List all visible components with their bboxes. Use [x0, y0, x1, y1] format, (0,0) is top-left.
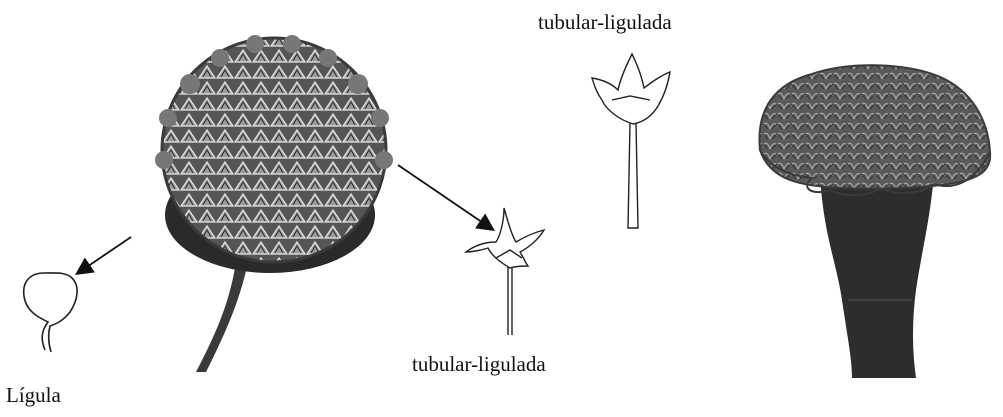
label-tubular-ligulada-top: tubular-ligulada	[538, 10, 672, 35]
tubular-floret-upper-icon	[592, 54, 670, 228]
label-tubular-ligulada-bottom: tubular-ligulada	[412, 352, 546, 377]
arrow-to-ligula	[78, 237, 131, 273]
label-ligula: Lígula	[6, 383, 61, 408]
ligula-petal-icon	[24, 273, 77, 352]
tubular-floret-lower-icon	[466, 208, 544, 335]
arrow-to-floret	[398, 165, 492, 229]
flower-side-view-illustration	[759, 65, 990, 378]
flower-head-illustration	[155, 35, 393, 372]
